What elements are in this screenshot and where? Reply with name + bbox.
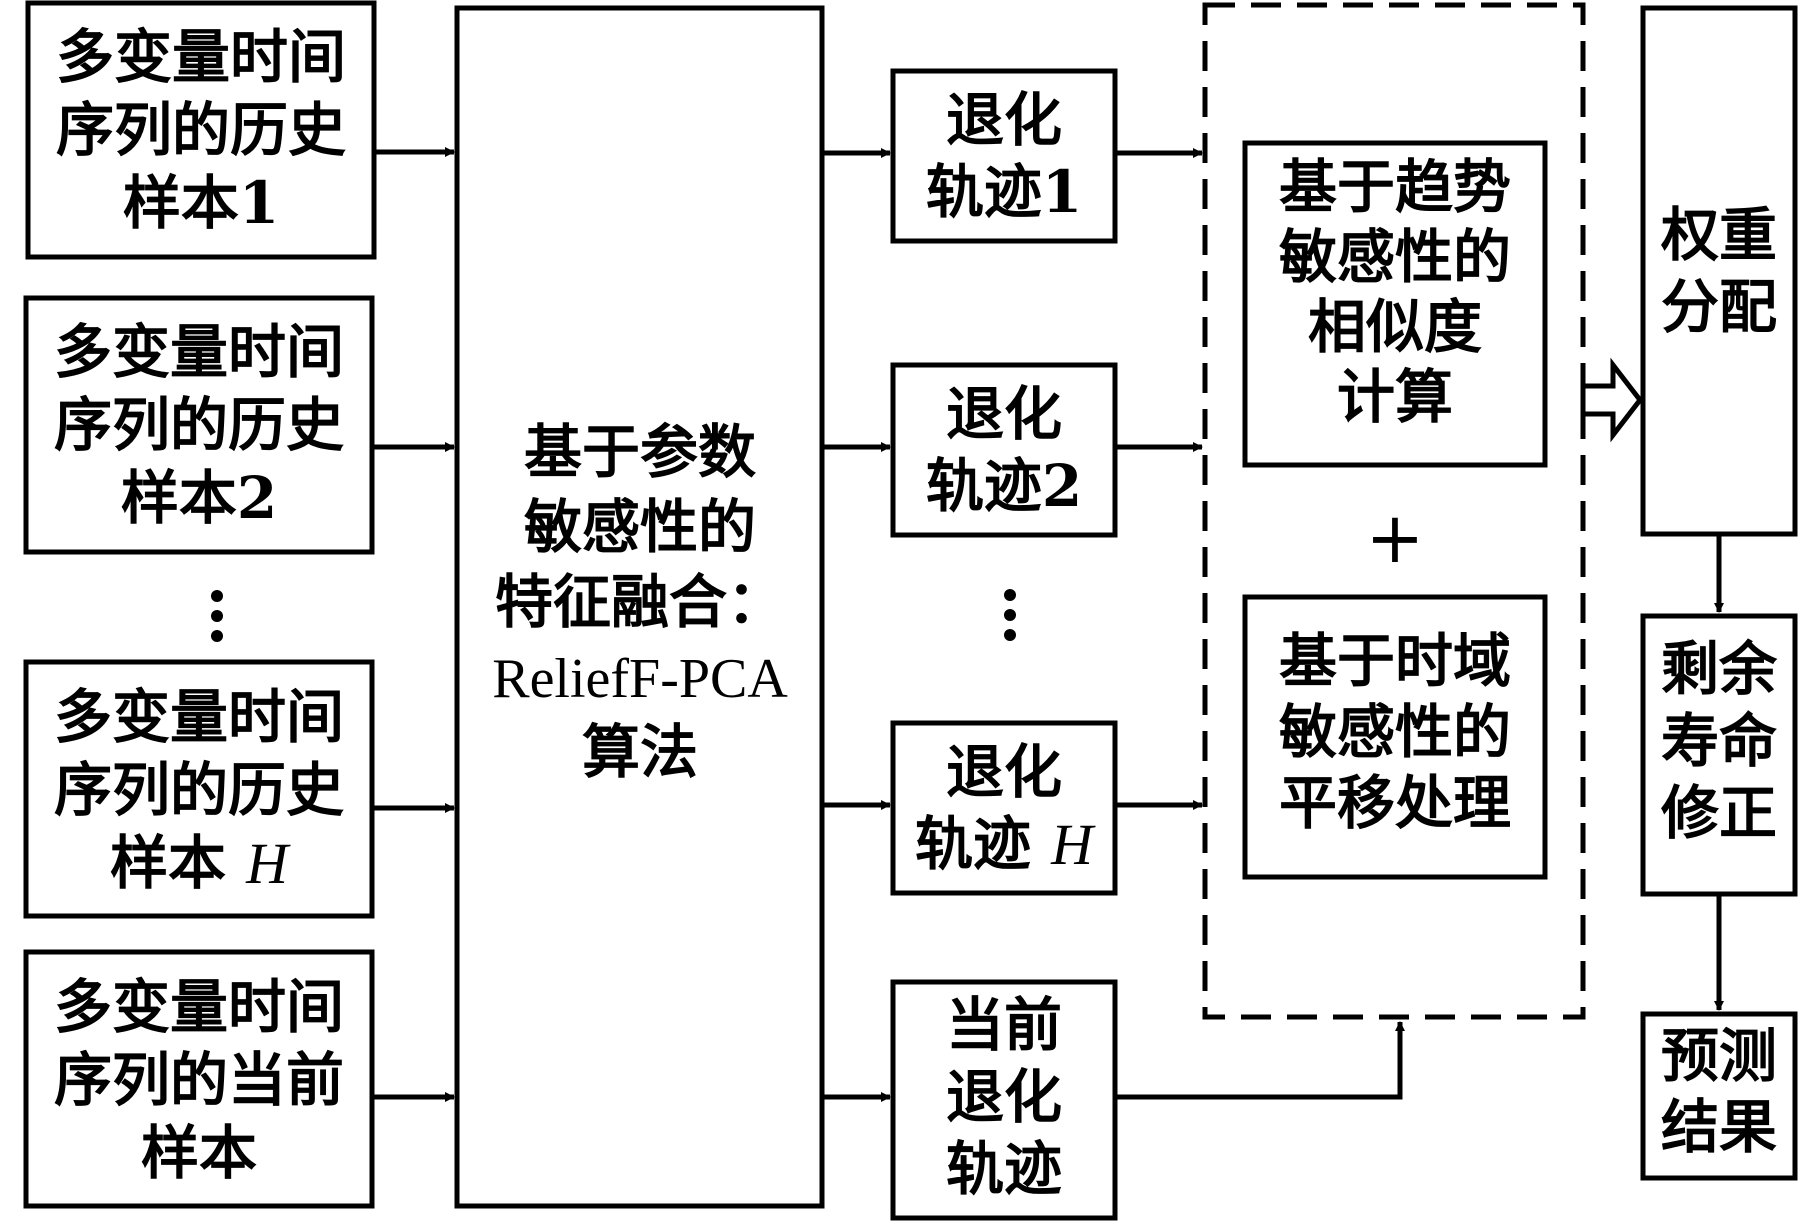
fusion-line1: 基于参数 xyxy=(524,418,756,486)
input-current-line2: 序列的当前 xyxy=(54,1046,344,1114)
shift-box: 基于时域 敏感性的 平移处理 xyxy=(1242,594,1548,880)
arrows-trajectories-to-group xyxy=(1115,148,1203,810)
correction-line2: 寿命 xyxy=(1661,707,1777,775)
similarity-line2: 敏感性的 xyxy=(1279,223,1511,291)
input-1-line2: 序列的历史 xyxy=(56,96,346,164)
fusion-line5: 算法 xyxy=(582,718,698,786)
input-2-line2: 序列的历史 xyxy=(54,391,344,459)
weight-line1: 权重 xyxy=(1660,201,1777,269)
input-h-line1: 多变量时间 xyxy=(54,683,344,751)
current-line1: 当前 xyxy=(946,991,1062,1059)
arrows-fusion-to-trajectories xyxy=(822,148,891,1102)
trajectory-1-line2: 轨迹1 xyxy=(926,158,1082,226)
ellipsis-inputs xyxy=(211,590,223,642)
similarity-box: 基于趋势 敏感性的 相似度 计算 xyxy=(1242,140,1548,468)
correction-line1: 剩余 xyxy=(1661,635,1778,703)
result-box: 预测 结果 xyxy=(1640,1011,1798,1181)
fusion-box: 基于参数 敏感性的 特征融合： ReliefF-PCA 算法 xyxy=(454,5,825,1209)
correction-box: 剩余 寿命 修正 xyxy=(1640,613,1798,897)
fusion-line3: 特征融合： xyxy=(495,568,785,636)
trajectory-box-1: 退化 轨迹1 xyxy=(890,68,1118,244)
correction-line3: 修正 xyxy=(1661,779,1777,847)
input-2-line1: 多变量时间 xyxy=(54,318,344,386)
fusion-line2: 敏感性的 xyxy=(524,493,756,561)
input-h-line2: 序列的历史 xyxy=(54,756,344,824)
similarity-line1: 基于趋势 xyxy=(1279,153,1511,221)
dashed-group-container xyxy=(1202,2,1586,1020)
weight-line2: 分配 xyxy=(1661,273,1777,341)
fusion-line4: ReliefF-PCA xyxy=(492,648,788,710)
input-1-line1: 多变量时间 xyxy=(56,23,346,91)
input-current-line3: 样本 xyxy=(141,1119,257,1187)
ellipsis-trajectories xyxy=(1004,589,1016,641)
arrows-inputs-to-fusion xyxy=(372,147,455,1102)
trajectory-h-line1: 退化 xyxy=(946,738,1062,806)
trajectory-box-h: 退化 轨迹 H xyxy=(890,720,1118,896)
result-line2: 结果 xyxy=(1661,1093,1777,1161)
weight-box: 权重 分配 xyxy=(1640,5,1798,537)
current-line3: 轨迹 xyxy=(946,1135,1062,1203)
shift-line1: 基于时域 xyxy=(1279,627,1511,695)
similarity-line3: 相似度 xyxy=(1308,293,1482,361)
input-box-history-1: 多变量时间 序列的历史 样本1 xyxy=(25,0,377,260)
current-line2: 退化 xyxy=(946,1063,1062,1131)
input-h-line3: 样本 H xyxy=(110,829,291,897)
shift-line2: 敏感性的 xyxy=(1279,698,1511,766)
similarity-line4: 计算 xyxy=(1337,363,1453,431)
current-trajectory-box: 当前 退化 轨迹 xyxy=(890,979,1118,1221)
input-box-history-2: 多变量时间 序列的历史 样本2 xyxy=(23,295,375,555)
trajectory-box-2: 退化 轨迹2 xyxy=(890,362,1118,538)
trajectory-2-line2: 轨迹2 xyxy=(926,452,1082,520)
input-current-line1: 多变量时间 xyxy=(54,973,344,1041)
input-box-history-h: 多变量时间 序列的历史 样本 H xyxy=(23,659,375,919)
trajectory-h-line2: 轨迹 H xyxy=(915,810,1096,878)
input-2-line3: 样本2 xyxy=(121,464,277,532)
arrow-current-to-group xyxy=(1115,1021,1405,1100)
input-box-current: 多变量时间 序列的当前 样本 xyxy=(23,949,375,1209)
result-line1: 预测 xyxy=(1661,1022,1777,1090)
trajectory-2-line1: 退化 xyxy=(946,380,1062,448)
trajectory-1-line1: 退化 xyxy=(946,86,1062,154)
input-1-line3: 样本1 xyxy=(123,169,279,237)
shift-line3: 平移处理 xyxy=(1279,769,1511,837)
plus-sign: + xyxy=(1366,497,1425,579)
hollow-arrow-group-to-weight xyxy=(1580,357,1644,443)
